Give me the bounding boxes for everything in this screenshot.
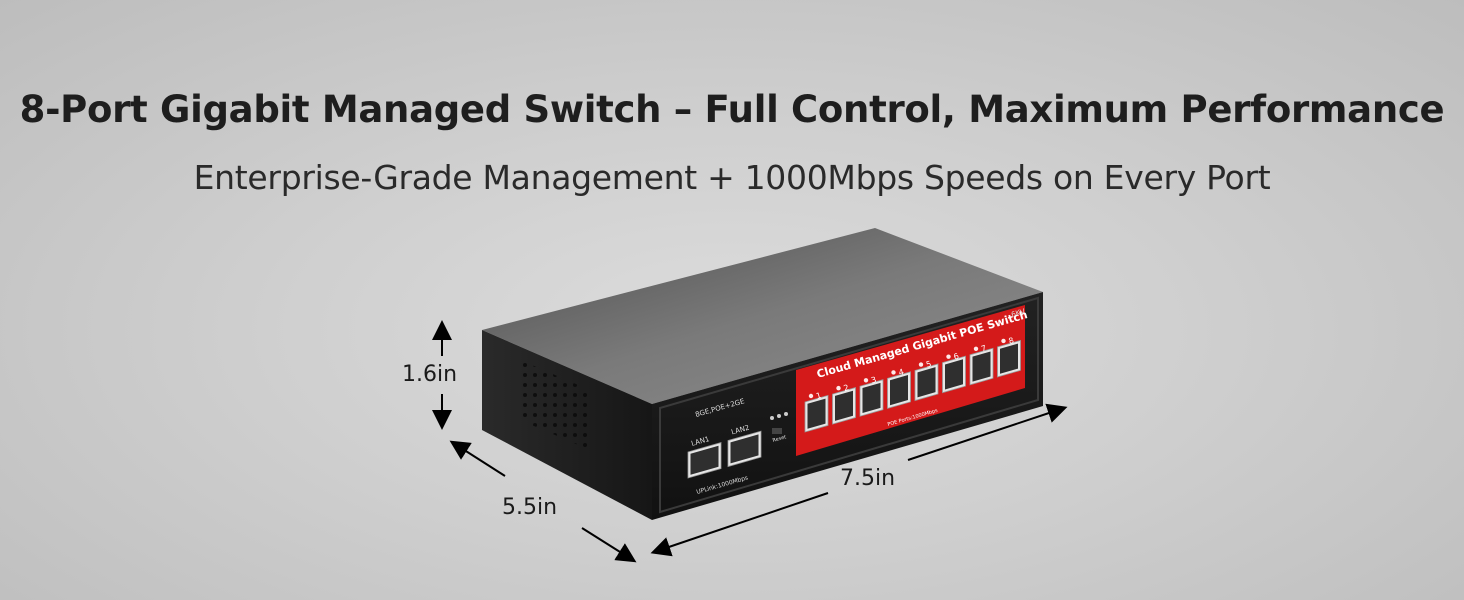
reset-button [772, 428, 782, 434]
poe-port-8-socket [1000, 343, 1018, 374]
poe-port-1-socket [807, 398, 826, 429]
width-dimension-label: 7.5in [840, 466, 896, 491]
poe-port-led [891, 370, 896, 375]
front-bezel [659, 296, 1039, 514]
poe-port-number: 1 [815, 391, 822, 401]
status-led [784, 412, 788, 416]
poe-port-led [918, 362, 924, 367]
headline: 8-Port Gigabit Managed Switch – Full Con… [19, 88, 1445, 131]
poe-port-7-socket [972, 351, 991, 382]
poe-port-4-socket [890, 375, 908, 406]
depth-dimension-label: 5.5in [502, 495, 558, 520]
poe-port-led [863, 378, 869, 383]
reset-label: Reset [772, 434, 787, 444]
poe-port-number: 4 [898, 367, 905, 377]
depth-arrow-top [449, 440, 506, 477]
poe-port-number: 7 [980, 344, 987, 354]
vent-grille [520, 360, 590, 450]
status-led [777, 414, 781, 418]
depth-arrow-bottom [581, 527, 637, 563]
poe-port-number: 3 [870, 375, 877, 385]
uplink-port-2-socket [730, 434, 759, 464]
poe-port-number: 8 [1008, 336, 1015, 346]
poe-port-5-socket [917, 367, 936, 398]
poe-port-2-socket [835, 390, 853, 421]
width-arrow-left [650, 492, 829, 557]
poe-port-led [808, 393, 814, 399]
width-arrow-right [907, 403, 1068, 461]
poe-port-led [973, 346, 979, 352]
poe-port-3-socket [862, 382, 881, 414]
poe-port-number: 2 [843, 383, 850, 393]
poe-port-led [946, 354, 951, 359]
surge-label: 6KV [1010, 307, 1026, 319]
switch-top-lid [482, 228, 1043, 404]
subheadline: Enterprise-Grade Management + 1000Mbps S… [193, 158, 1271, 197]
poe-port-led [836, 385, 841, 391]
poe-port-number: 5 [925, 359, 932, 369]
height-dimension-label: 1.6in [402, 362, 458, 387]
poe-port-number: 6 [953, 352, 960, 362]
poe-port-6-socket [945, 359, 963, 390]
uplink-port-1-socket [690, 445, 719, 475]
poe-port-led [1001, 338, 1006, 344]
status-led [770, 416, 774, 420]
